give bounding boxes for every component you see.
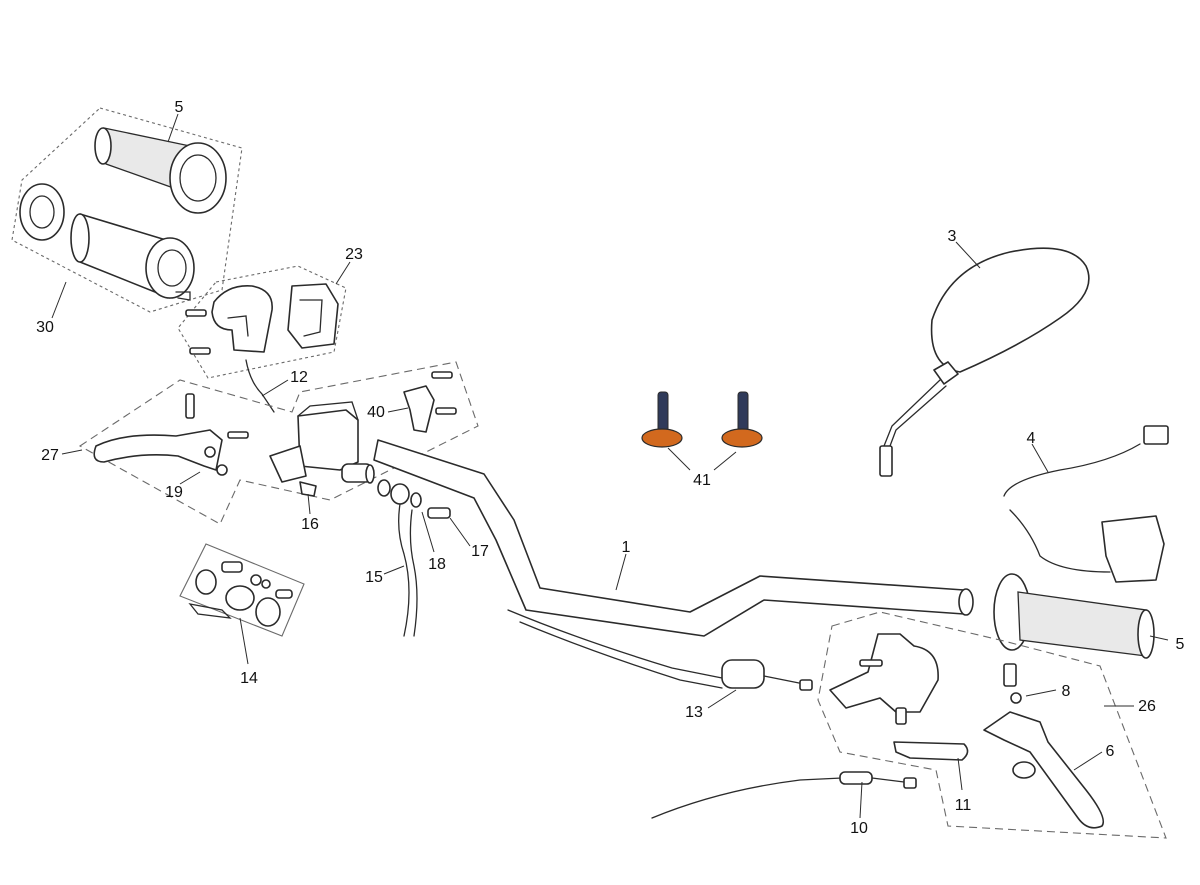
bar-end-weights xyxy=(641,391,763,448)
switch-wire xyxy=(245,359,275,413)
callout-label: 14 xyxy=(240,670,258,687)
callout-label: 10 xyxy=(850,820,868,837)
callout-label: 26 xyxy=(1138,698,1156,715)
callout-label: 40 xyxy=(367,404,385,421)
callout-label: 11 xyxy=(955,797,972,814)
callout-label: 15 xyxy=(365,569,383,586)
group-outline-clutch xyxy=(817,611,1167,839)
mirror xyxy=(879,247,1090,477)
callout-label: 6 xyxy=(1106,743,1115,760)
callout-label: 5 xyxy=(175,99,184,116)
handlebar xyxy=(373,439,974,637)
callout-label: 27 xyxy=(41,447,59,464)
master-cylinder-clamp xyxy=(403,371,457,433)
front-brake-lever xyxy=(93,393,249,476)
brake-light-switch xyxy=(299,481,317,497)
brake-hose-banjo xyxy=(377,479,451,637)
switch-housing-front xyxy=(211,285,273,353)
callouts: 5 30 23 12 40 27 19 16 15 18 17 14 41 3 … xyxy=(36,99,1184,837)
callout-label: 4 xyxy=(1027,430,1036,447)
leader-lines xyxy=(51,113,1169,819)
grip-washer xyxy=(19,183,65,241)
clutch-perch xyxy=(829,633,939,725)
clutch-cable xyxy=(651,771,917,819)
switch-housing-rear xyxy=(287,283,339,349)
repair-kit-parts xyxy=(188,561,293,627)
callout-label: 1 xyxy=(622,539,631,556)
clutch-adjuster-lever xyxy=(893,741,969,761)
group-outline-grips xyxy=(11,107,243,313)
grip-left-lower xyxy=(70,213,195,301)
clutch-lever xyxy=(983,663,1105,829)
callout-label: 8 xyxy=(1062,683,1071,700)
callout-label: 23 xyxy=(345,246,363,263)
grip-left-upper xyxy=(94,127,227,214)
callout-label: 12 xyxy=(290,369,308,386)
switch-screws xyxy=(185,309,211,355)
callout-label: 3 xyxy=(948,228,957,245)
brake-master-cylinder xyxy=(269,401,375,484)
callout-label: 5 xyxy=(1176,636,1185,653)
clutch-switch-wire xyxy=(1003,425,1169,583)
callout-label: 17 xyxy=(471,543,489,560)
callout-label: 19 xyxy=(165,484,183,501)
grip-right xyxy=(993,573,1155,659)
group-outline-repair-kit xyxy=(179,543,305,637)
throttle-cable xyxy=(507,609,813,691)
callout-label: 30 xyxy=(36,319,54,336)
callout-label: 16 xyxy=(301,516,319,533)
callout-label: 41 xyxy=(693,472,711,489)
callout-label: 18 xyxy=(428,556,446,573)
callout-label: 13 xyxy=(685,704,703,721)
